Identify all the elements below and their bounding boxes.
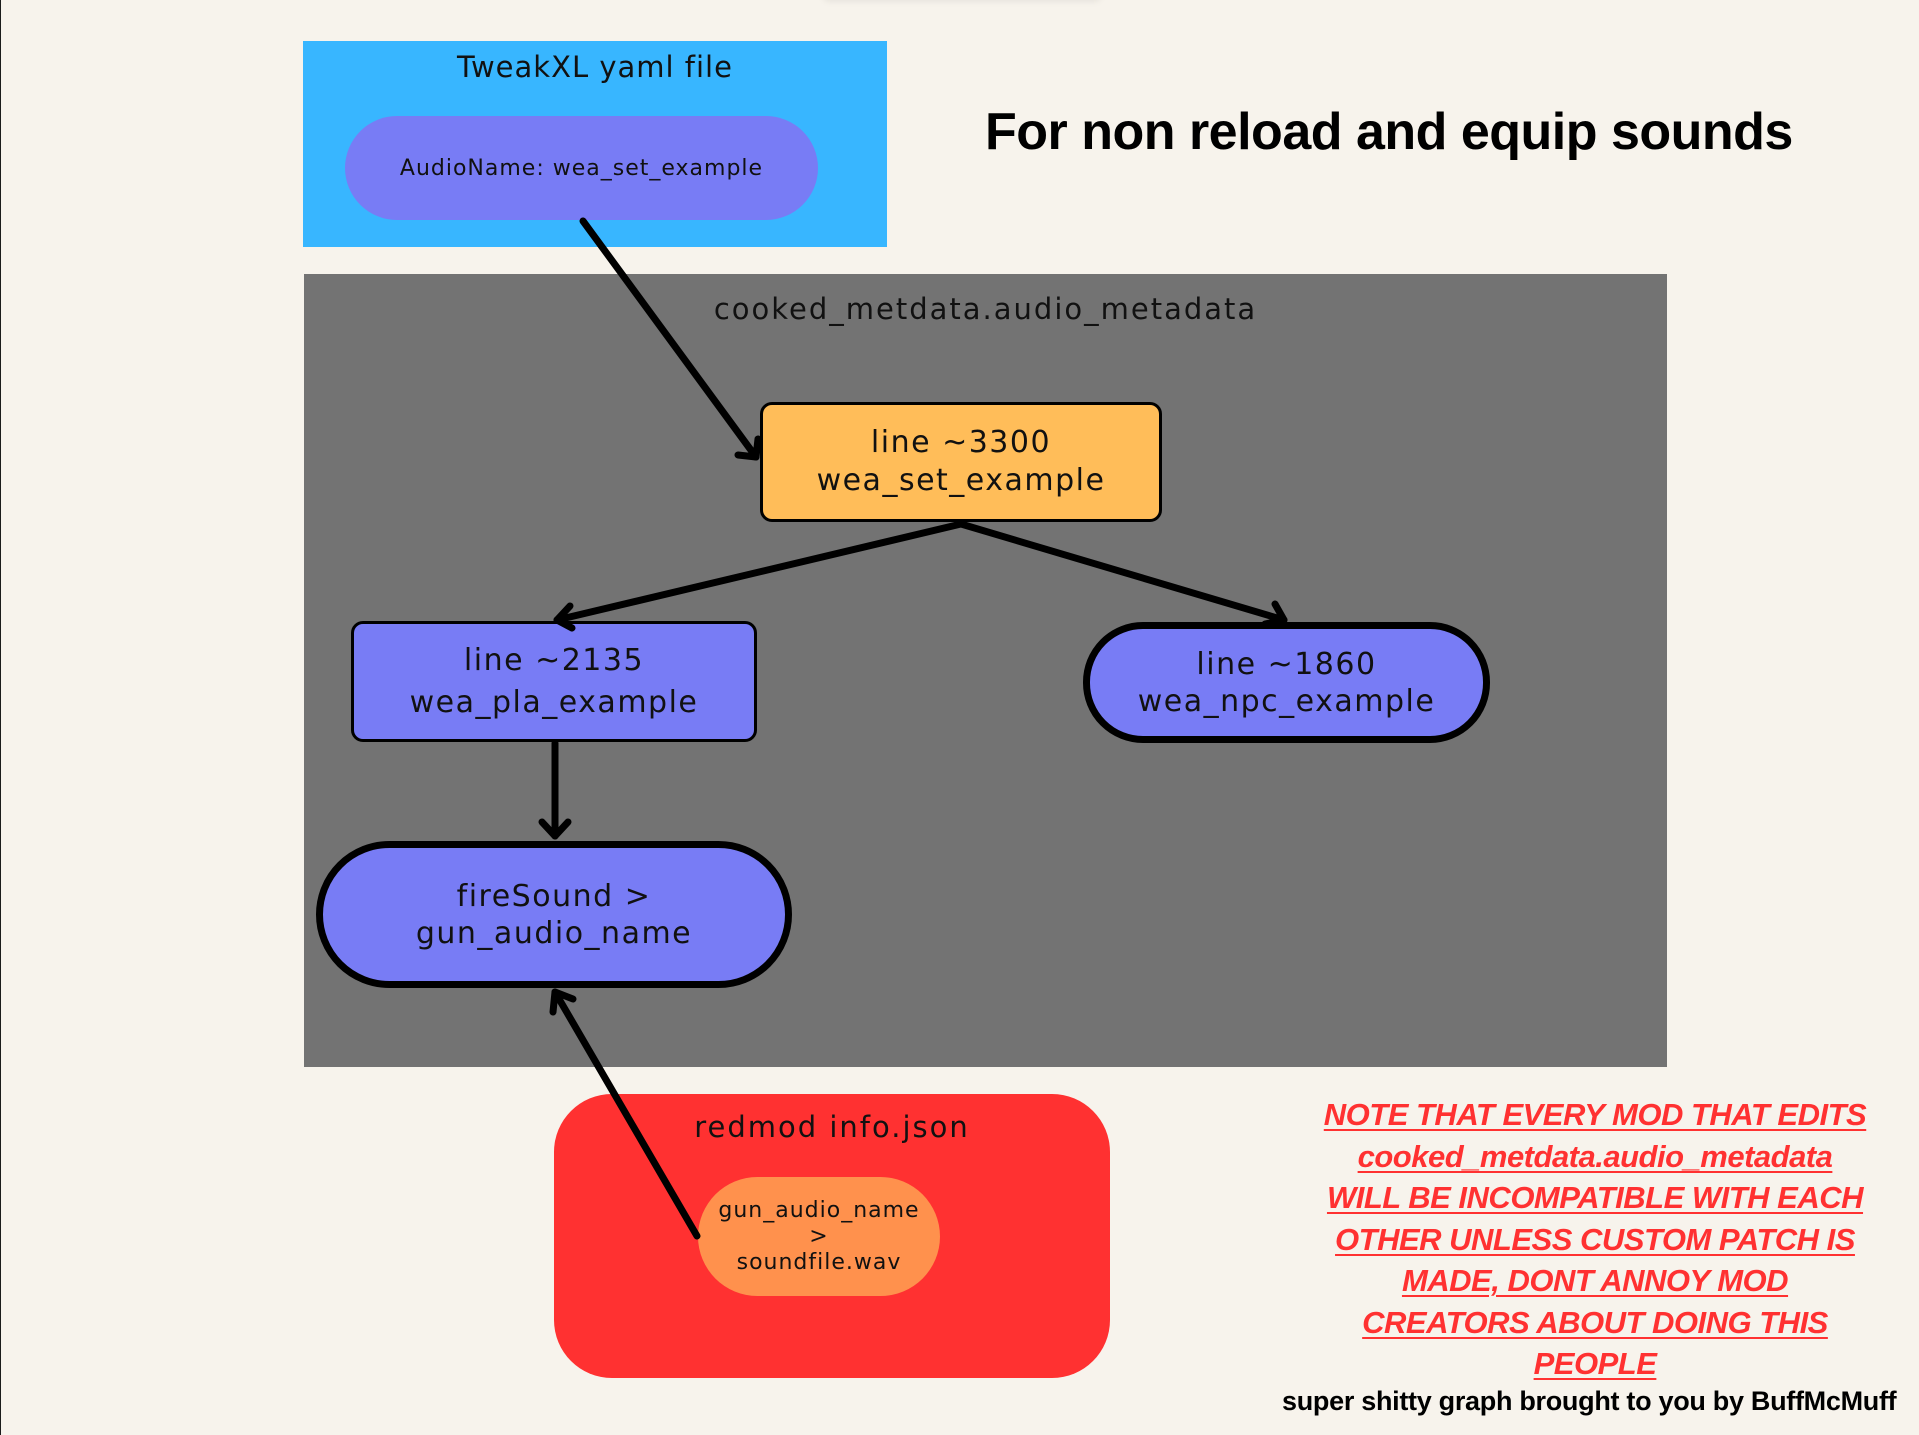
top-shadow-decoration <box>822 0 1102 2</box>
redmod-entry-node: gun_audio_name > soundfile.wav <box>698 1177 940 1296</box>
author-credit: super shitty graph brought to you by Buf… <box>1282 1386 1897 1416</box>
note-line: CREATORS ABOUT DOING THIS <box>1362 1304 1828 1340</box>
note-line: WILL BE INCOMPATIBLE WITH EACH <box>1326 1180 1864 1215</box>
left-border <box>0 0 1 1435</box>
node-wea-set-line: line ~3300 <box>870 425 1052 460</box>
node-wea-set: line ~3300 wea_set_example <box>760 402 1162 522</box>
node-fire-sound-name: gun_audio_name <box>415 915 693 951</box>
redmod-entry-line: soundfile.wav <box>736 1249 902 1275</box>
tweakxl-audioname-text: AudioName: wea_set_example <box>399 155 764 181</box>
note-line: MADE, DONT ANNOY MOD <box>1401 1263 1789 1298</box>
note-line: NOTE THAT EVERY MOD THAT EDITS <box>1323 1097 1867 1132</box>
note-line: cooked_metdata.audio_metadata <box>1357 1138 1833 1174</box>
node-wea-npc-name: wea_npc_example <box>1137 683 1436 719</box>
note-line: PEOPLE <box>1533 1346 1657 1381</box>
redmod-title: redmod info.json <box>694 1110 970 1144</box>
node-wea-npc-line: line ~1860 <box>1196 646 1377 682</box>
redmod-entry-line: gun_audio_name <box>718 1197 920 1223</box>
tweakxl-title: TweakXL yaml file <box>457 50 733 84</box>
compatibility-warning-note: NOTE THAT EVERY MOD THAT EDITS cooked_me… <box>1300 1094 1890 1385</box>
audio-metadata-label: cooked_metdata.audio_metadata <box>713 292 1258 326</box>
node-wea-pla-line: line ~2135 <box>463 642 645 678</box>
diagram-title: For non reload and equip sounds <box>985 103 1793 161</box>
node-wea-npc: line ~1860 wea_npc_example <box>1083 622 1490 743</box>
node-wea-set-name: wea_set_example <box>816 463 1106 498</box>
redmod-entry-line: > <box>809 1223 829 1249</box>
node-fire-sound: fireSound > gun_audio_name <box>316 841 792 988</box>
tweakxl-audioname-node: AudioName: wea_set_example <box>345 116 818 220</box>
note-line: OTHER UNLESS CUSTOM PATCH IS <box>1335 1221 1855 1257</box>
node-fire-sound-line: fireSound > <box>456 878 652 914</box>
node-wea-pla-name: wea_pla_example <box>409 684 699 720</box>
node-wea-pla: line ~2135 wea_pla_example <box>351 621 757 742</box>
